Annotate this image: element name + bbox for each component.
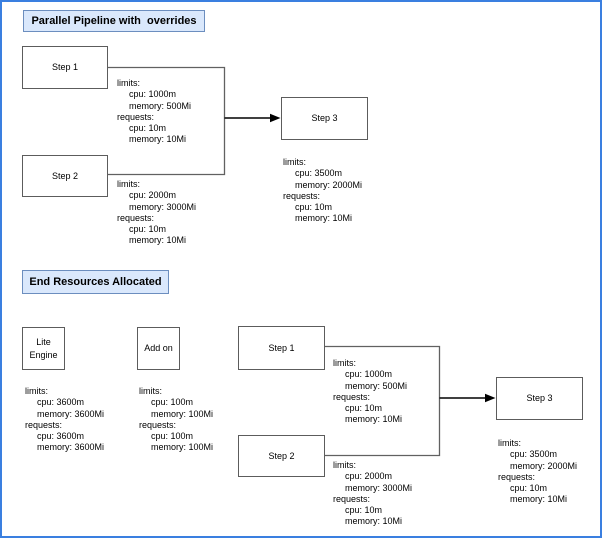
resource-line: cpu: 10m: [345, 403, 383, 414]
node-bottom-step1-label: Step 1: [268, 342, 295, 353]
resource-line: cpu: 10m: [129, 123, 167, 134]
node-add-on: Add on: [137, 327, 180, 370]
node-top-step3-label: Step 3: [311, 113, 338, 123]
node-top-step1-label: Step 1: [51, 62, 79, 72]
resource-line: memory: 100Mi: [151, 442, 214, 453]
resource-line: memory: 10Mi: [129, 134, 187, 145]
resource-line: requests:: [333, 493, 371, 504]
resource-line: memory: 500Mi: [129, 100, 192, 111]
section-title-parallel-pipeline: Parallel Pipeline with overrides: [23, 10, 205, 32]
resource-line: limits:: [333, 358, 356, 368]
resources-bottom-step1: limits: cpu: 1000m memory: 500Mi request…: [333, 358, 451, 426]
node-top-step2: Step 2: [22, 155, 108, 197]
node-lite-engine-label: Lite Engine: [29, 336, 58, 360]
resource-line: limits:: [117, 78, 140, 88]
top-arrowhead-icon: [270, 113, 281, 123]
resources-top-step1: limits: cpu: 1000m memory: 500Mi request…: [117, 78, 235, 146]
resource-line: cpu: 100m: [151, 397, 194, 408]
section-title-end-resources: End Resources Allocated: [22, 270, 169, 294]
bottom-arrowhead-icon: [485, 393, 496, 403]
resource-line: limits:: [498, 438, 521, 448]
resources-add-on: limits: cpu: 100m memory: 100Mi requests…: [139, 386, 257, 454]
resource-line: cpu: 100m: [151, 431, 194, 442]
resource-line: memory: 10Mi: [295, 213, 353, 224]
node-lite-engine: Lite Engine: [22, 327, 65, 370]
node-bottom-step3: Step 3: [496, 377, 583, 420]
resource-line: requests:: [117, 111, 155, 122]
resource-line: memory: 3000Mi: [345, 482, 413, 493]
resource-line: requests:: [25, 419, 63, 430]
resource-line: limits:: [139, 386, 162, 396]
resource-line: requests:: [498, 471, 536, 482]
resource-line: cpu: 3600m: [37, 431, 85, 442]
resource-line: limits:: [117, 179, 140, 189]
node-bottom-step2-label: Step 2: [268, 450, 295, 461]
resource-line: cpu: 10m: [129, 224, 167, 235]
resource-line: limits:: [25, 386, 48, 396]
node-top-step3: Step 3: [281, 97, 368, 140]
node-bottom-step1: Step 1: [238, 326, 325, 370]
resource-line: memory: 3600Mi: [37, 442, 105, 453]
node-bottom-step3-label: Step 3: [526, 393, 553, 403]
node-top-step1: Step 1: [22, 46, 108, 89]
resources-bottom-step3: limits: cpu: 3500m memory: 2000Mi reques…: [498, 438, 600, 506]
resource-line: memory: 2000Mi: [510, 460, 578, 471]
resource-line: memory: 100Mi: [151, 408, 214, 419]
resource-line: memory: 500Mi: [345, 380, 408, 391]
resource-line: requests:: [117, 212, 155, 223]
resources-top-step3: limits: cpu: 3500m memory: 2000Mi reques…: [283, 157, 401, 225]
resource-line: cpu: 3600m: [37, 397, 85, 408]
resources-lite-engine: limits: cpu: 3600m memory: 3600Mi reques…: [25, 386, 143, 454]
resource-line: memory: 3000Mi: [129, 201, 197, 212]
resources-top-step2: limits: cpu: 2000m memory: 3000Mi reques…: [117, 179, 235, 247]
resource-line: cpu: 2000m: [345, 471, 393, 482]
resources-bottom-step2: limits: cpu: 2000m memory: 3000Mi reques…: [333, 460, 451, 528]
resource-line: cpu: 10m: [295, 202, 333, 213]
resource-line: memory: 10Mi: [129, 235, 187, 246]
resource-line: requests:: [333, 391, 371, 402]
resource-line: memory: 10Mi: [345, 516, 403, 527]
resource-line: memory: 3600Mi: [37, 408, 105, 419]
node-bottom-step2: Step 2: [238, 435, 325, 477]
resource-line: memory: 10Mi: [345, 414, 403, 425]
resource-line: requests:: [139, 419, 177, 430]
resource-line: limits:: [283, 157, 306, 167]
resource-line: cpu: 1000m: [345, 369, 393, 380]
resource-line: cpu: 2000m: [129, 190, 177, 201]
resource-line: cpu: 3500m: [295, 168, 343, 179]
resource-line: cpu: 10m: [345, 505, 383, 516]
node-add-on-label: Add on: [144, 343, 173, 353]
resource-line: cpu: 1000m: [129, 89, 177, 100]
resource-line: memory: 2000Mi: [295, 179, 363, 190]
resource-line: requests:: [283, 190, 321, 201]
resource-line: memory: 10Mi: [510, 494, 568, 505]
resource-line: limits:: [333, 460, 356, 470]
node-top-step2-label: Step 2: [51, 170, 79, 181]
resource-line: cpu: 10m: [510, 483, 548, 494]
resource-line: cpu: 3500m: [510, 449, 558, 460]
